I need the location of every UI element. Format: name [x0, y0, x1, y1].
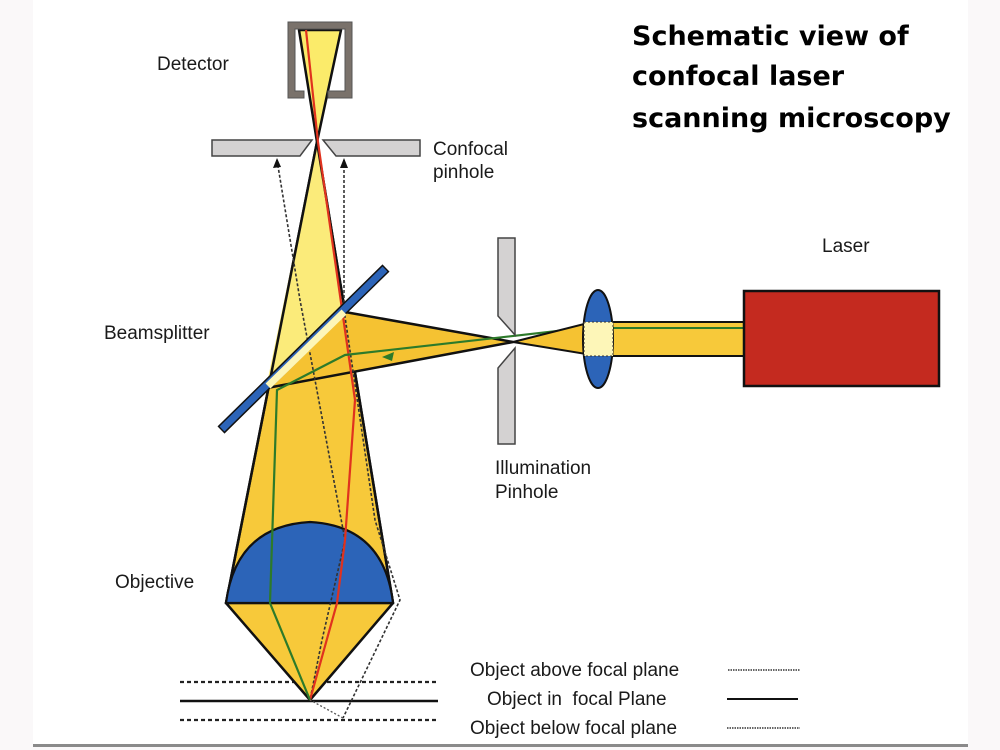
- label-illumination-pinhole-line1: Illumination: [495, 458, 591, 479]
- illumination-pinhole-top: [497, 237, 516, 337]
- label-beamsplitter: Beamsplitter: [104, 323, 210, 344]
- ray-below-focal-2: [309, 699, 344, 719]
- arrow-head-right: [340, 158, 348, 168]
- slide-bottom-border: [33, 744, 968, 747]
- legend-label-above: Object above focal plane: [470, 660, 679, 681]
- green-arrow-head: [382, 352, 394, 361]
- confocal-pinhole-right: [321, 139, 421, 157]
- title-line-1: Schematic view of: [632, 21, 909, 52]
- detector-beam: [297, 28, 343, 144]
- detector-box: [287, 21, 353, 99]
- objective-lens: [224, 520, 395, 605]
- illumination-pinhole-bottom: [497, 345, 516, 445]
- focus-cone: [224, 601, 395, 702]
- title-line-3: scanning microscopy: [632, 103, 951, 134]
- label-detector: Detector: [157, 54, 229, 75]
- beamsplitter-pale-segment: [265, 309, 347, 389]
- arrow-head-left: [273, 158, 281, 168]
- label-confocal-pinhole-line2: pinhole: [433, 162, 494, 183]
- legend-label-below: Object below focal plane: [470, 718, 677, 739]
- label-illumination-pinhole-line2: Pinhole: [495, 482, 558, 503]
- legend-label-focal: Object in focal Plane: [487, 689, 667, 710]
- collimating-lens-pale: [583, 321, 614, 357]
- title-line-2: confocal laser: [632, 61, 845, 92]
- label-laser: Laser: [822, 236, 870, 257]
- lens-to-pinhole-beam: [512, 320, 593, 357]
- cone-edge-left: [224, 141, 319, 604]
- ray-below-focal: [342, 160, 401, 719]
- label-confocal-pinhole-line1: Confocal: [433, 139, 508, 160]
- confocal-pinhole-left: [211, 139, 314, 157]
- green-ray: [268, 323, 611, 701]
- laser-box: [742, 289, 941, 388]
- label-objective: Objective: [115, 572, 194, 593]
- red-ray: [304, 29, 357, 701]
